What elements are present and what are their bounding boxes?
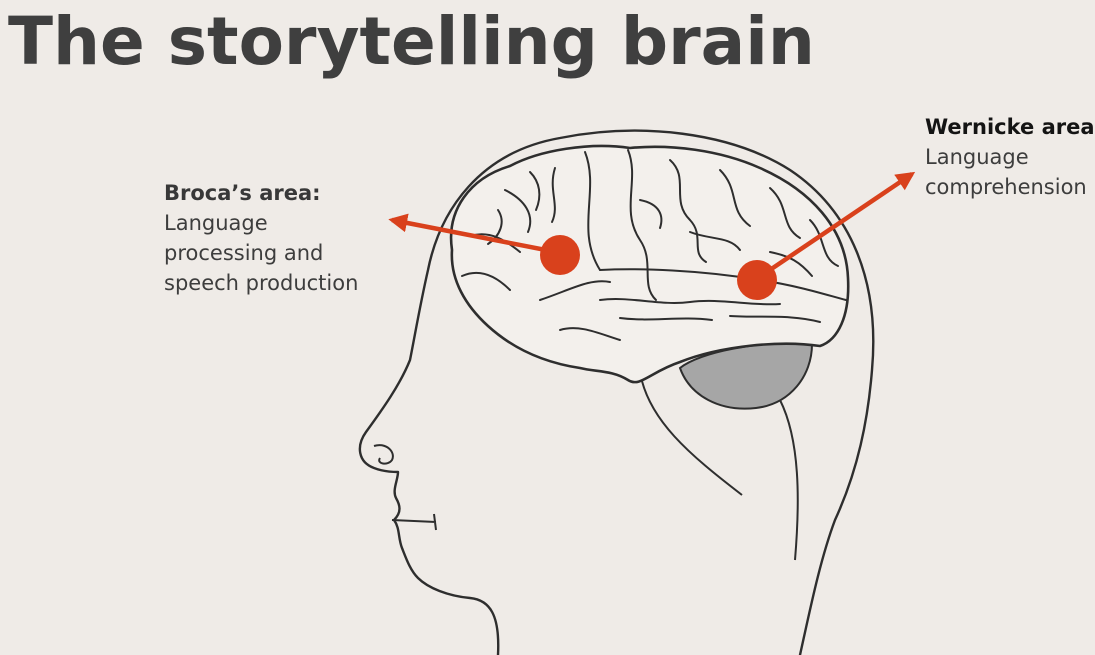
- brain-outline: [449, 144, 850, 384]
- broca-description-line-2: processing and: [164, 241, 324, 265]
- slide-title: The storytelling brain: [8, 3, 815, 80]
- broca-description-line-1: Language: [164, 211, 268, 235]
- wernicke-heading: Wernicke area:: [925, 115, 1095, 139]
- broca-description-line-3: speech production: [164, 271, 359, 295]
- broca-heading: Broca’s area:: [164, 181, 321, 205]
- wernicke-arrow: [756, 171, 916, 280]
- broca-callout: Broca’s area: Language processing and sp…: [164, 178, 358, 298]
- mouth-line: [391, 513, 437, 531]
- neck-line-right: [779, 399, 799, 561]
- wernicke-description-line-1: Language: [925, 145, 1029, 169]
- wernicke-description-line-2: comprehension: [925, 175, 1087, 199]
- nostril-line: [373, 444, 394, 465]
- neck-line-left: [639, 371, 743, 496]
- wernicke-callout: Wernicke area: Language comprehension: [925, 112, 1095, 202]
- brain-folds: [461, 149, 847, 341]
- broca-arrow: [388, 213, 557, 255]
- head-profile-outline: [358, 129, 875, 655]
- broca-area-marker: [540, 235, 580, 275]
- wernicke-area-marker: [737, 260, 777, 300]
